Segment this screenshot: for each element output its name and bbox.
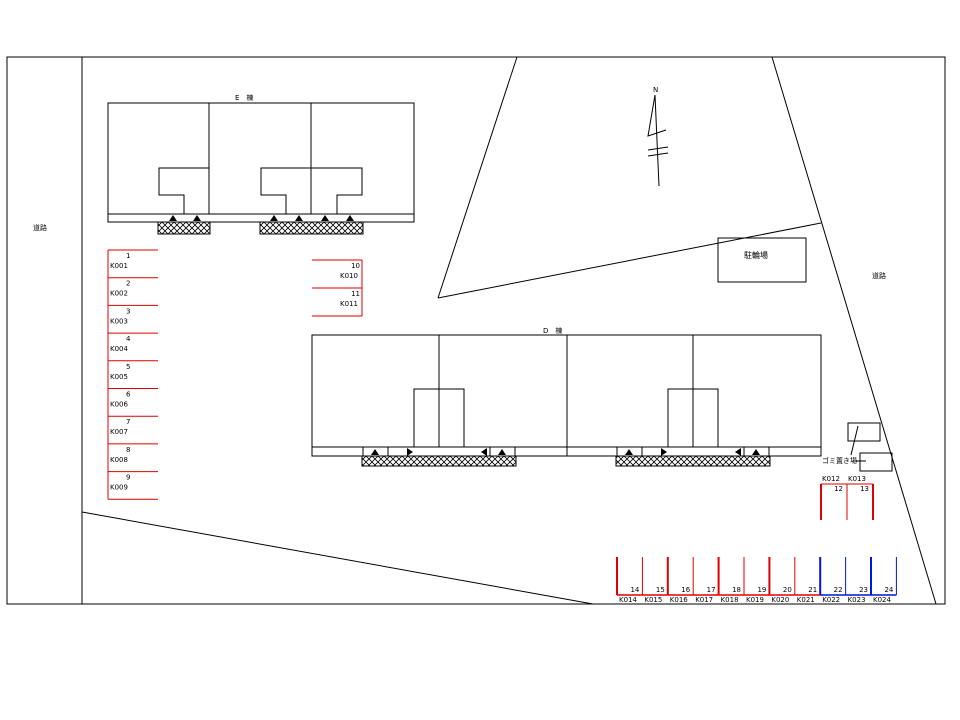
space-code: K019 [746,596,764,604]
building-e-stair-hatch [157,221,211,235]
space-number: 2 [126,280,130,288]
garbage-box-lower [859,452,893,472]
building-e-label: E 棟 [235,93,253,102]
space-number: 15 [656,586,665,594]
space-code: K010 [340,272,358,280]
garbage-label: ゴミ置き場 [822,456,857,465]
space-code: K021 [797,596,815,604]
space-number: 1 [126,252,130,260]
space-number: 5 [126,363,130,371]
space-code: K017 [695,596,713,604]
space-code: K005 [110,373,128,381]
space-code: K009 [110,484,128,492]
space-code: K012 [822,475,840,483]
lot-line-ne-bottom [437,222,822,299]
space-code: K001 [110,262,128,270]
space-code: K004 [110,345,128,353]
space-code: K003 [110,317,128,325]
road-right-label: 道路 [872,271,886,280]
north-arrow-icon: N [647,86,669,187]
space-number: 18 [732,586,741,594]
space-number: 8 [126,446,130,454]
space-number: 12 [834,485,843,493]
building-d-stair-hatch [361,455,517,467]
garbage-box-upper [847,422,881,442]
space-code: K013 [848,475,866,483]
space-number: 9 [126,474,130,482]
space-code: K014 [619,596,637,604]
building-d-label: D 棟 [543,326,562,335]
space-code: K022 [822,596,840,604]
space-code: K018 [721,596,739,604]
building-e-stair-hatch [259,221,364,235]
space-number: 21 [808,586,817,594]
space-code: K015 [644,596,662,604]
building-d-stair-hatch [615,455,771,467]
space-number: 20 [783,586,792,594]
space-number: 3 [126,307,130,315]
space-code: K011 [340,300,358,308]
parking-space: 12 K012 [822,475,843,493]
lot-line-ne-left [437,56,518,299]
space-code: K007 [110,428,128,436]
space-number: 6 [126,391,131,399]
space-number: 13 [860,485,869,493]
space-number: 22 [834,586,843,594]
space-number: 4 [126,335,131,343]
space-number: 11 [351,290,360,298]
space-code: K023 [848,596,866,604]
space-number: 17 [707,586,716,594]
building-e: E 棟 [107,93,415,235]
bicycle-parking-label: 駐輪場 [744,250,768,260]
road-right-boundary [771,56,937,605]
space-number: 7 [126,418,130,426]
plan-frame [6,56,946,605]
building-d: D 棟 [311,326,822,467]
space-number: 10 [351,262,360,270]
space-number: 23 [859,586,868,594]
space-code: K008 [110,456,128,464]
parking-group-right: 12 K012 13 K013 [820,475,874,520]
parking-group-bottom: 14K01415K01516K01617K01718K01819K01920K0… [616,557,897,604]
space-number: 14 [630,586,639,594]
space-number: 16 [681,586,690,594]
space-number: 19 [757,586,766,594]
space-number: 24 [884,586,893,594]
lot-line-sw [81,511,594,605]
space-code: K016 [670,596,688,604]
parking-space: 13 K013 [848,475,869,493]
space-code: K020 [771,596,789,604]
road-left-label: 道路 [33,223,47,232]
svg-text:N: N [653,86,658,94]
space-code: K006 [110,401,128,409]
space-code: K002 [110,290,128,298]
space-code: K024 [873,596,891,604]
bicycle-parking [717,237,807,283]
